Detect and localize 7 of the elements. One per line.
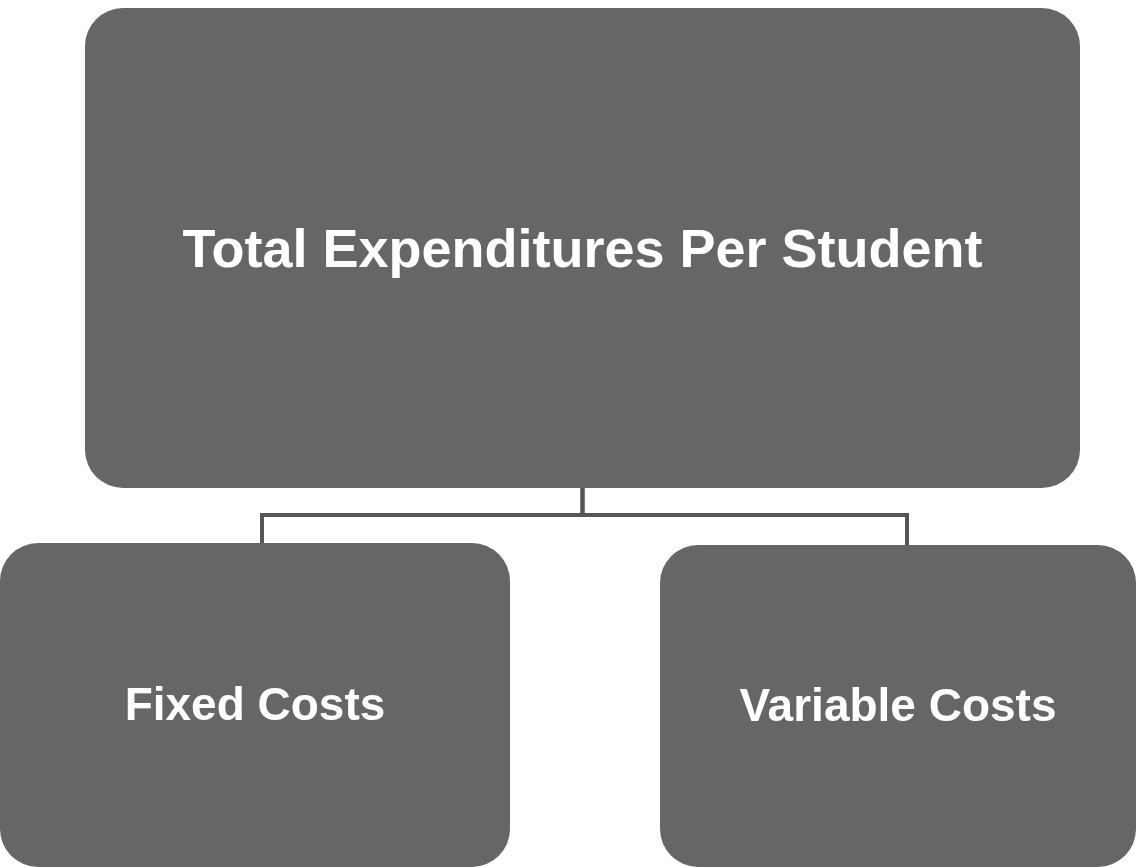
category-box	[660, 545, 1136, 867]
category-box	[0, 543, 510, 867]
category-box	[85, 8, 1080, 488]
box-title: Variable Costs	[739, 678, 1057, 734]
connector-line	[580, 488, 909, 545]
box-title: Fixed Costs	[124, 677, 386, 733]
box-title: Total Expenditures Per Student	[182, 216, 983, 280]
